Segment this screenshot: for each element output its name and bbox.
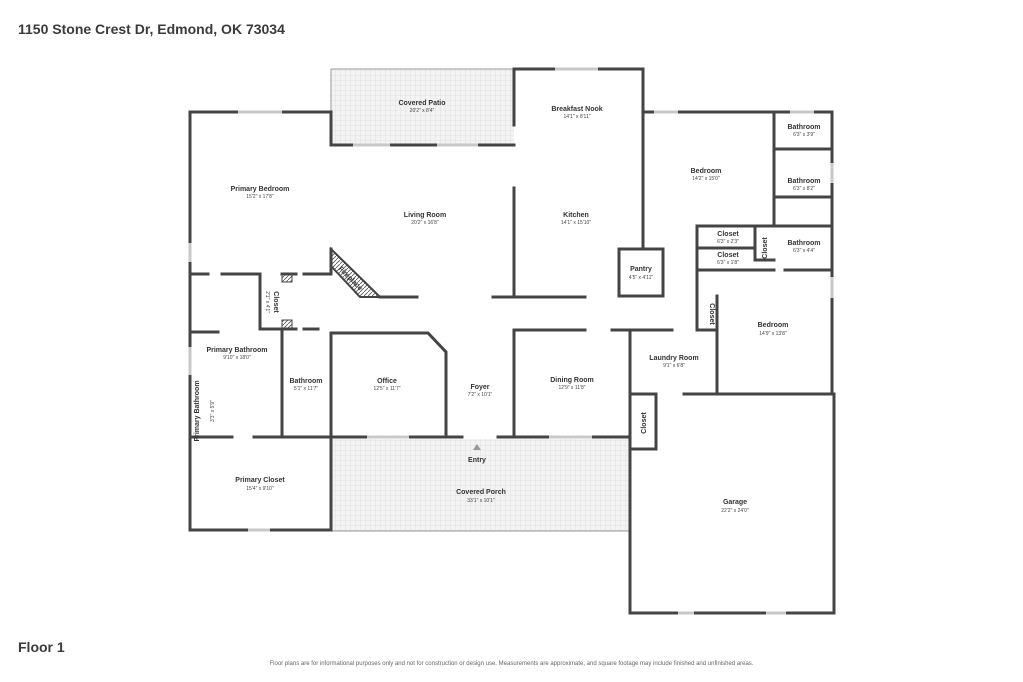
svg-text:6'3" x 1'8": 6'3" x 1'8" [717,260,739,266]
closet-label: Closet [717,252,739,259]
covered-porch-area [331,439,630,531]
svg-text:12'5" x 11'7": 12'5" x 11'7" [373,386,400,392]
svg-text:14'1" x 8'11": 14'1" x 8'11" [563,114,590,120]
svg-text:9'1" x 6'8": 9'1" x 6'8" [663,363,685,369]
laundry-room-label: Laundry Room [649,355,698,362]
svg-text:4'5" x 4'11": 4'5" x 4'11" [629,275,653,281]
windows [188,67,834,615]
floor-label: Floor 1 [18,639,65,655]
primary-closet-label: Primary Closet [235,477,285,484]
svg-text:22'2" x 24'0": 22'2" x 24'0" [721,508,749,514]
breakfast-nook-label: Breakfast Nook [551,106,602,113]
bedroom-label: Bedroom [691,168,722,175]
fireplace-shape [330,246,383,298]
primary-bathroom-label: Primary Bathroom [194,380,201,441]
bathroom-label: Bathroom [289,378,322,385]
primary-bathroom-label: Primary Bathroom [206,347,267,354]
living-room-label: Living Room [404,212,446,219]
room-labels: Covered Patio 20'2" x 8'4" Breakfast Noo… [194,100,821,514]
bathroom-label: Bathroom [787,124,820,131]
svg-text:6'3" x 8'2": 6'3" x 8'2" [793,186,815,192]
walls [188,67,836,615]
svg-text:14'2" x 15'0": 14'2" x 15'0" [692,176,720,182]
svg-text:7'2" x 10'1": 7'2" x 10'1" [468,392,493,398]
property-address: 1150 Stone Crest Dr, Edmond, OK 73034 [18,21,285,37]
svg-text:20'2" x 8'4": 20'2" x 8'4" [410,108,435,114]
svg-text:6'3" x 4'4": 6'3" x 4'4" [793,248,815,254]
covered-patio-area [331,69,514,145]
kitchen-label: Kitchen [563,212,589,219]
svg-text:14'1" x 15'10": 14'1" x 15'10" [561,220,591,226]
bathroom-label: Bathroom [787,178,820,185]
covered-patio-label: Covered Patio [398,100,445,107]
closet-label: Closet [708,303,715,325]
dining-room-label: Dining Room [550,377,594,384]
office-label: Office [377,378,397,385]
svg-text:9'10" x 18'0": 9'10" x 18'0" [223,355,251,361]
closet-label: Closet [717,231,739,238]
svg-text:5'1" x 11'7": 5'1" x 11'7" [294,386,318,392]
svg-text:14'9" x 13'8": 14'9" x 13'8" [759,331,787,337]
svg-text:12'9" x 11'8": 12'9" x 11'8" [558,385,585,391]
closet-label: Closet [762,237,769,259]
svg-text:15'2" x 17'8": 15'2" x 17'8" [246,194,274,200]
entry-label: Entry [468,457,486,464]
svg-text:15'4" x 9'10": 15'4" x 9'10" [246,486,274,492]
svg-text:6'3" x 2'3": 6'3" x 2'3" [717,239,739,245]
bathroom-label: Bathroom [787,240,820,247]
entry-marker [473,444,481,450]
foyer-label: Foyer [470,384,489,391]
closet-label: Closet [272,291,279,313]
disclaimer: Floor plans are for informational purpos… [269,661,754,667]
covered-porch-label: Covered Porch [456,489,506,496]
svg-text:20'2" x 16'8": 20'2" x 16'8" [411,220,439,226]
closet-label: Closet [641,412,648,434]
svg-text:6'3" x 3'9": 6'3" x 3'9" [793,132,815,138]
svg-text:33'1" x 10'1": 33'1" x 10'1" [467,498,495,504]
svg-text:3'3" x 5'9": 3'3" x 5'9" [210,400,216,422]
primary-bedroom-label: Primary Bedroom [231,186,290,193]
svg-text:2'1" x 4'1": 2'1" x 4'1" [264,291,270,313]
garage-label: Garage [723,499,747,506]
pantry-label: Pantry [630,266,652,273]
bedroom-label: Bedroom [758,322,789,329]
